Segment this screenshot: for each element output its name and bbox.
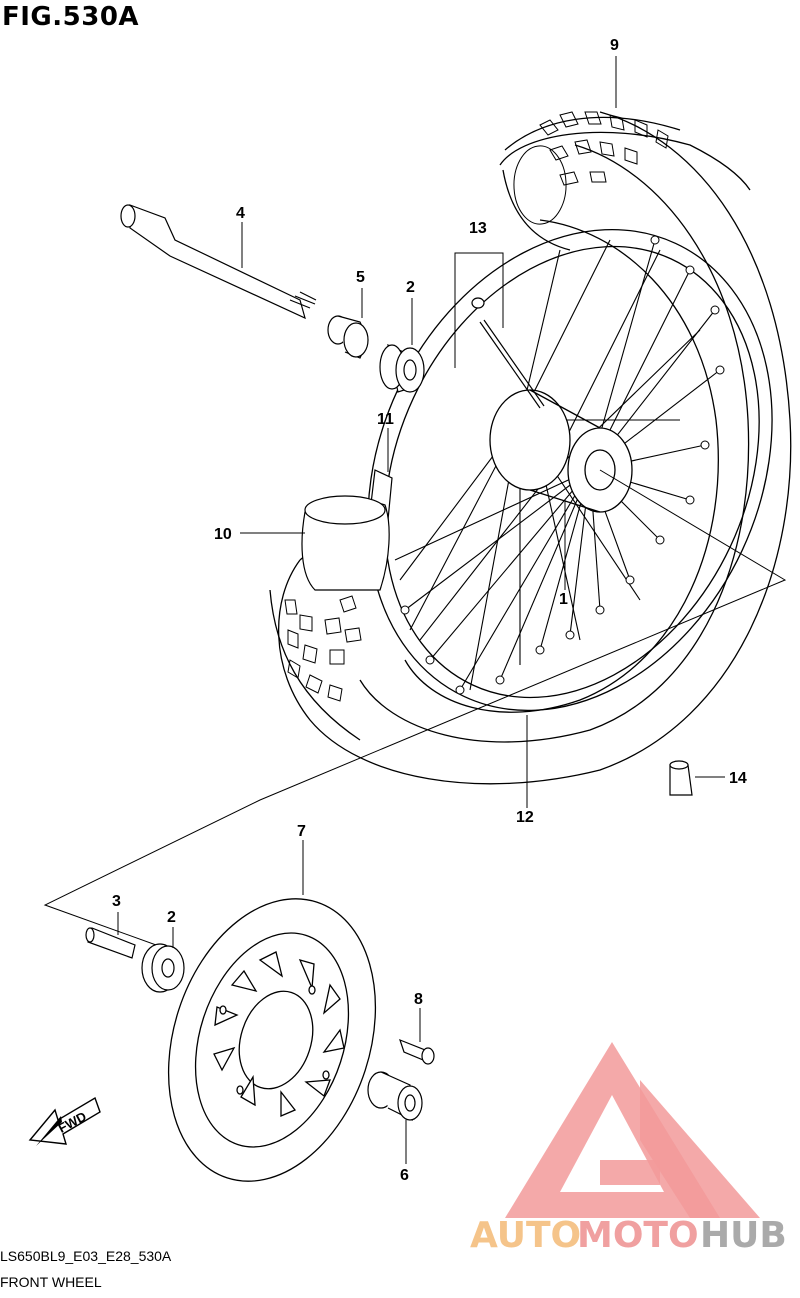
valve-part-13-shape — [471, 297, 545, 409]
callout-13: 13 — [469, 220, 487, 237]
callout-4: 4 — [236, 205, 245, 222]
disc-bolt-part-8-shape — [399, 1038, 435, 1065]
hub-part-1-shape — [489, 389, 633, 513]
callout-1: 1 — [559, 591, 568, 608]
axle-part-4-shape — [120, 204, 317, 320]
spokes — [394, 239, 721, 691]
figure-name: FRONT WHEEL — [0, 1274, 102, 1290]
exploded-guide-lines — [43, 469, 787, 951]
tire-tread-left — [284, 595, 362, 702]
spacer-part-3-shape — [85, 927, 136, 959]
callout-9: 9 — [610, 37, 619, 54]
callout-7: 7 — [297, 823, 306, 840]
collar-part-6-shape — [367, 1071, 423, 1121]
callout-2-lower: 2 — [167, 909, 176, 926]
fwd-arrow: FWD — [28, 1096, 101, 1146]
collar-part-5-shape — [327, 315, 369, 359]
bearing-part-2-lower-shape — [141, 943, 185, 993]
spoke-nipples — [400, 235, 725, 695]
watermark-text-moto: MOTO — [577, 1215, 699, 1256]
leader-lines — [117, 56, 725, 1164]
brake-disc-part-7-shape — [167, 898, 377, 1182]
watermark-text-hub: HUB — [700, 1215, 787, 1256]
callout-12: 12 — [516, 809, 534, 826]
callout-5: 5 — [356, 269, 365, 286]
tire-tread-top — [513, 111, 669, 225]
callout-3: 3 — [112, 893, 121, 910]
callout-2-upper: 2 — [406, 279, 415, 296]
tube-part-10-shape — [301, 495, 390, 591]
fwd-arrow-label: FWD — [56, 1109, 89, 1136]
callout-8: 8 — [414, 991, 423, 1008]
figure-title: FIG.530A — [2, 2, 140, 32]
callout-6: 6 — [400, 1167, 409, 1184]
model-code: LS650BL9_E03_E28_530A — [0, 1248, 172, 1264]
bearing-part-2-upper-shape — [379, 343, 425, 393]
watermark-text-auto: AUTO — [470, 1215, 581, 1256]
callout-14: 14 — [729, 770, 747, 787]
callout-11: 11 — [377, 411, 394, 428]
watermark-logo — [505, 1042, 760, 1218]
bush-part-14-shape — [669, 760, 693, 796]
callout-10: 10 — [214, 526, 232, 543]
